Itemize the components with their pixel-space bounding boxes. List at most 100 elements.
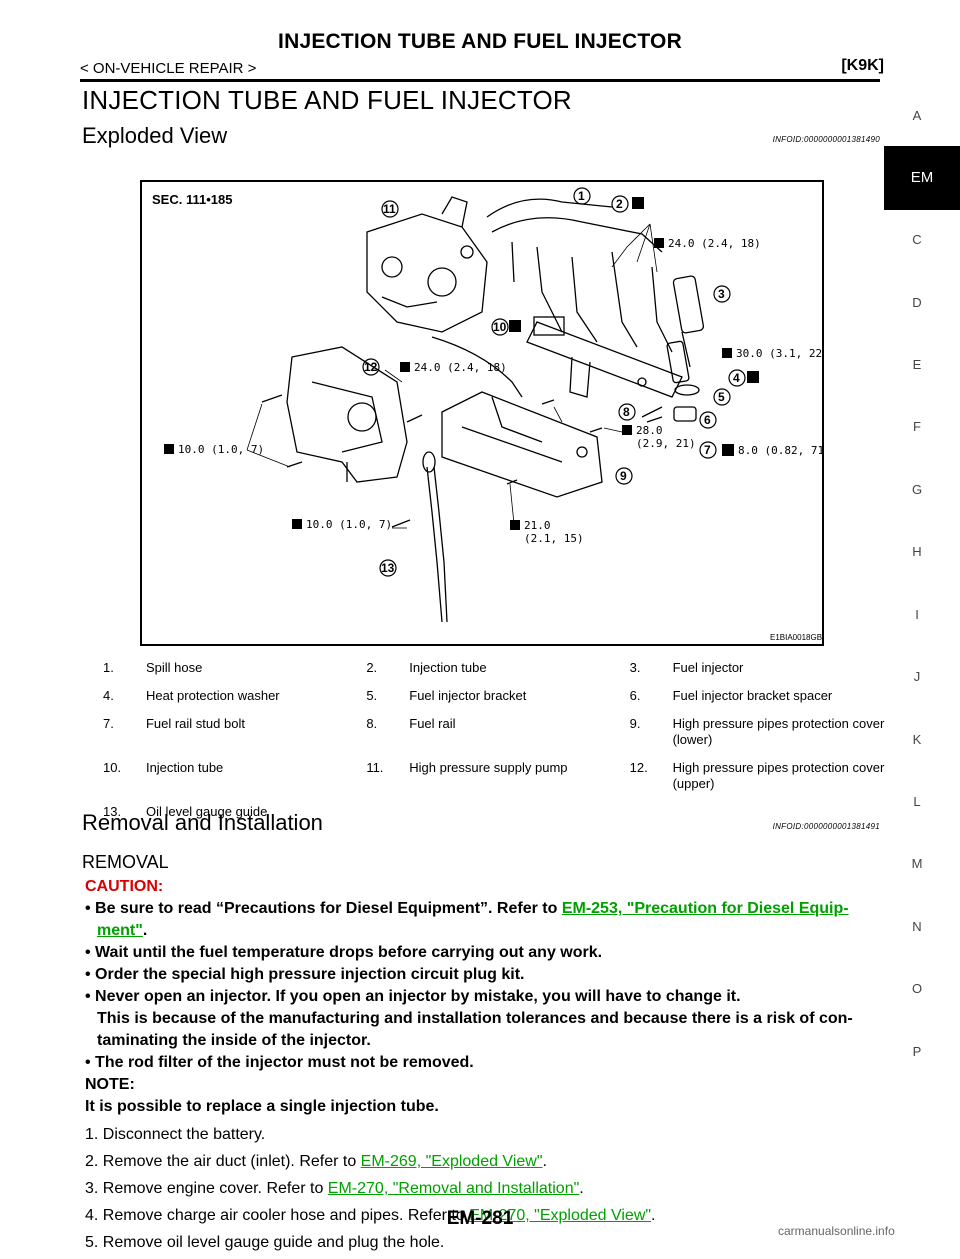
callout-1	[573, 187, 591, 205]
exploded-view-infoid: INFOID:0000000001381490	[772, 135, 880, 144]
torque-icon	[400, 362, 410, 372]
side-index-m[interactable]: M	[911, 856, 923, 871]
caution-text: Never open an injector. If you open an i…	[95, 988, 741, 1005]
side-index-f[interactable]: F	[913, 419, 921, 434]
step-item: 5. Remove oil level gauge guide and plug…	[85, 1234, 445, 1251]
callout-10	[491, 318, 509, 336]
caution-text: Wait until the fuel temperature drops be…	[95, 944, 603, 961]
page-header-title: INJECTION TUBE AND FUEL INJECTOR	[278, 30, 682, 53]
side-index-c[interactable]: C	[912, 232, 922, 247]
diagram-code: E1BIA0018GB	[770, 633, 822, 642]
torque-label-4b: (2.9, 21)	[636, 437, 696, 450]
note-text: It is possible to replace a single injec…	[85, 1098, 439, 1115]
legend-row: 10. Injection tube 11. High pressure sup…	[95, 760, 885, 804]
callout-number-3: 3	[718, 287, 725, 301]
note-label: NOTE:	[85, 1076, 135, 1093]
side-index-j[interactable]: J	[913, 669, 921, 684]
step-item: 4. Remove charge air cooler hose and pip…	[85, 1207, 656, 1224]
side-index-l[interactable]: L	[913, 794, 921, 809]
leader-lines	[246, 223, 658, 529]
side-index-a[interactable]: A	[912, 108, 922, 123]
callout-number-6: 6	[704, 413, 711, 427]
caution-item: • Be sure to read “Precautions for Diese…	[85, 898, 885, 920]
oil-gauge-guide-drawing	[422, 451, 448, 623]
caution-text: Order the special high pressure injectio…	[95, 966, 525, 983]
torque-label-5: 8.0 (0.82, 71)	[738, 444, 822, 457]
step-link[interactable]: EM-270, "Removal and Installation"	[327, 1180, 580, 1197]
side-index-em-active[interactable]: EM	[884, 146, 960, 210]
diagram-sec-label: SEC. 111•185	[152, 192, 232, 207]
legend-number: 11.	[366, 760, 384, 775]
caution-item-cont: This is because of the manufacturing and…	[97, 1010, 853, 1027]
legend-number: 7.	[103, 716, 114, 731]
upper-protection-cover-drawing	[286, 346, 408, 483]
legend-text: High pressure supply pump	[409, 760, 568, 775]
callout-number-4: 4	[733, 371, 740, 385]
legend-text: Fuel rail stud bolt	[145, 716, 245, 731]
step-link[interactable]: EM-270, "Exploded View"	[469, 1207, 652, 1224]
callout-12	[362, 358, 380, 376]
exploded-view-heading: Exploded View	[82, 123, 228, 148]
torque-icon	[292, 519, 302, 529]
side-index-e[interactable]: E	[912, 357, 922, 372]
side-index-n[interactable]: N	[912, 919, 922, 934]
side-index-k[interactable]: K	[912, 732, 922, 747]
step-list: 1. Disconnect the battery. 2. Remove the…	[85, 1124, 885, 1254]
caution-item: • The rod filter of the injector must no…	[85, 1054, 474, 1071]
step-link[interactable]: EM-269, "Exploded View"	[360, 1153, 543, 1170]
callout-number-11: 11	[383, 202, 396, 216]
step-item: 2. Remove the air duct (inlet). Refer to…	[85, 1153, 547, 1170]
legend-number: 8.	[366, 716, 378, 731]
legend-row: 4. Heat protection washer 5. Fuel inject…	[95, 688, 885, 716]
caution-text: The rod filter of the injector must not …	[95, 1054, 474, 1071]
callout-number-10: 10	[493, 320, 507, 334]
legend-row: 1. Spill hose 2. Injection tube 3. Fuel …	[95, 660, 885, 688]
legend-text	[409, 804, 621, 832]
callout-7	[699, 441, 717, 459]
precaution-link-cont[interactable]: ment"	[97, 922, 143, 939]
step-item: 1. Disconnect the battery.	[85, 1126, 266, 1143]
replace-icon	[509, 320, 521, 332]
side-index-o[interactable]: O	[911, 981, 923, 996]
caution-item: • Order the special high pressure inject…	[85, 966, 525, 983]
legend-row: 13. Oil level gauge guide	[95, 804, 885, 832]
legend-number: 2.	[366, 660, 378, 675]
step-item: 3. Remove engine cover. Refer to EM-270,…	[85, 1180, 584, 1197]
caution-item: • Never open an injector. If you open an…	[85, 988, 741, 1005]
removal-subheading: REMOVAL	[82, 852, 169, 872]
side-index-i[interactable]: I	[915, 607, 919, 622]
replace-icon	[632, 197, 644, 209]
caution-text: Be sure to read “Precautions for Diesel …	[95, 900, 562, 917]
torque-label-7: 10.0 (1.0, 7)	[306, 518, 392, 531]
high-pressure-pump-drawing	[366, 196, 488, 333]
torque-label-2: 30.0 (3.1, 22)	[736, 347, 822, 360]
precaution-link[interactable]: EM-253, "Precaution for Diesel Equip-	[561, 900, 849, 917]
callout-number-7: 7	[704, 443, 711, 457]
callout-number-9: 9	[620, 469, 627, 483]
caution-item-cont: ment".	[97, 922, 148, 939]
header-divider	[80, 79, 880, 82]
removal-infoid: INFOID:0000000001381491	[772, 822, 880, 831]
legend-text: Fuel injector bracket	[409, 688, 527, 703]
side-index-g[interactable]: G	[911, 482, 923, 497]
torque-icon	[622, 425, 632, 435]
side-index-d[interactable]: D	[912, 295, 922, 310]
callout-11	[381, 200, 399, 218]
torque-icon	[654, 238, 664, 248]
legend-text: Injection tube	[409, 660, 487, 675]
side-index-p[interactable]: P	[912, 1044, 922, 1059]
legend-number: 5.	[366, 688, 378, 703]
replace-marks	[509, 197, 759, 383]
exploded-view-diagram: SEC. 111•185	[140, 180, 824, 646]
legend-number: 13.	[103, 804, 122, 819]
model-code: [K9K]	[841, 57, 884, 74]
bolts-drawing	[261, 394, 663, 528]
torque-label-8a: 21.0	[524, 519, 551, 532]
breadcrumb: < ON-VEHICLE REPAIR >	[80, 60, 257, 77]
side-index-h[interactable]: H	[912, 544, 922, 559]
legend-text: Heat protection washer	[145, 688, 280, 703]
replace-icon	[747, 371, 759, 383]
lower-protection-cover-drawing	[441, 391, 603, 498]
legend-number: 9.	[629, 716, 641, 731]
torque-label-1: 24.0 (2.4, 18)	[668, 237, 761, 250]
